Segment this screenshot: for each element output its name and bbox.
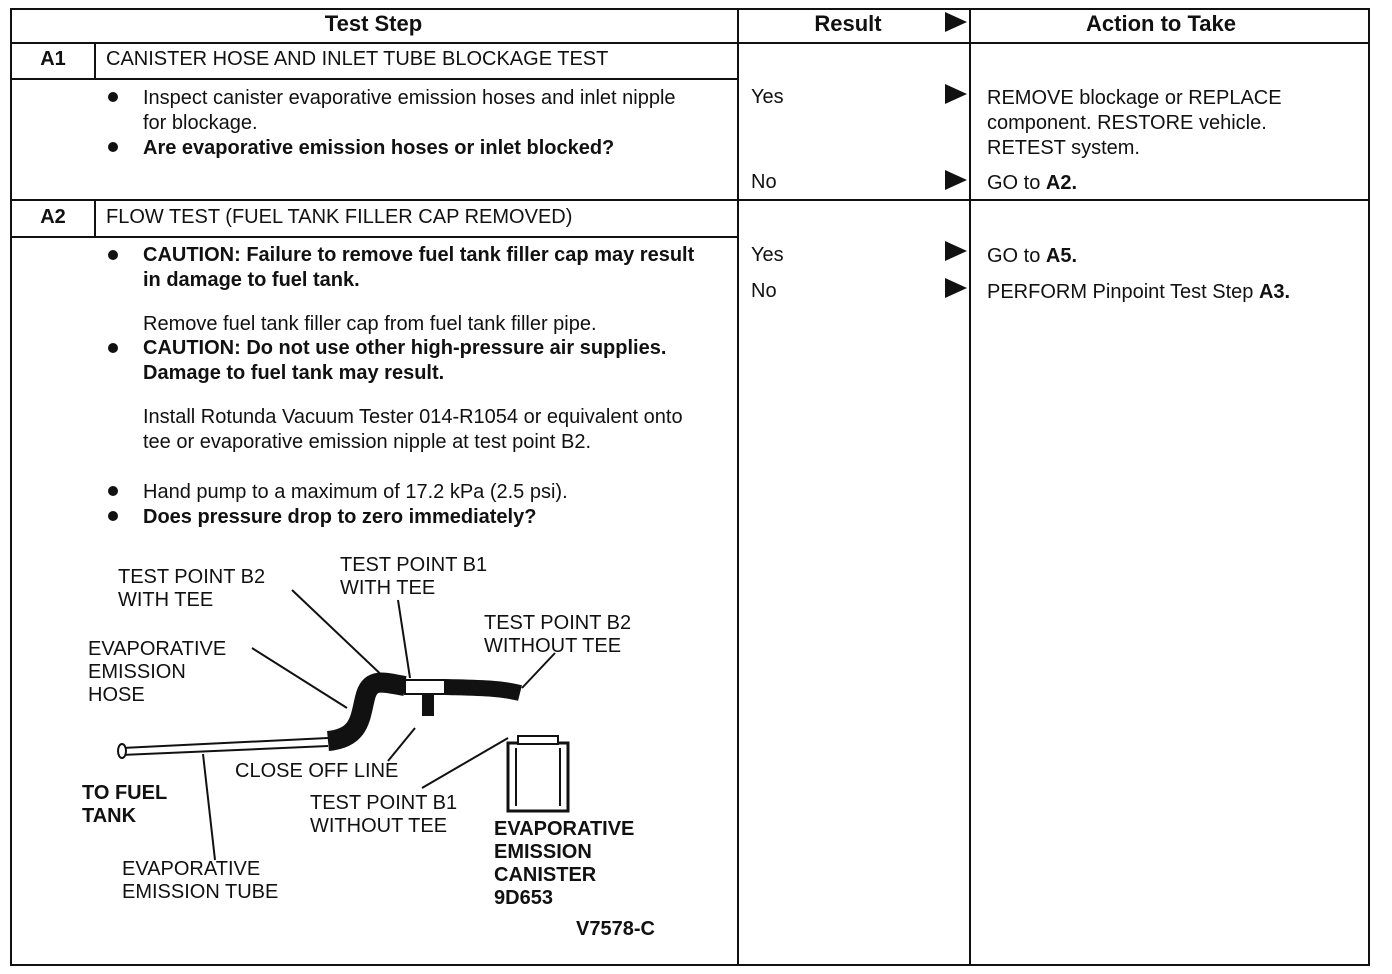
step-a1-result-no: No xyxy=(751,171,777,193)
canister-drawing xyxy=(506,735,570,813)
label-to-fuel-tank: TO FUEL TANK xyxy=(82,782,168,827)
step-a1-id-divider xyxy=(94,42,96,78)
step-a2-bullet-4: Does pressure drop to zero immediately? xyxy=(143,506,537,528)
step-a2-id-divider xyxy=(94,199,96,236)
label-test-point-b1-with-tee: TEST POINT B1 WITH TEE xyxy=(340,554,488,599)
header-result: Result xyxy=(814,11,882,36)
action-step-ref: A5. xyxy=(1045,245,1078,267)
tee-fitting-drawing xyxy=(404,679,446,716)
step-a2-text-remove-cap: Remove fuel tank filler cap from fuel ta… xyxy=(143,313,597,335)
result-arrow-icon xyxy=(945,241,967,261)
result-arrow-icon xyxy=(945,278,967,298)
step-a2-result-yes: Yes xyxy=(751,244,784,266)
step-a2-action-no: PERFORM Pinpoint Test Step A3. xyxy=(987,280,1290,305)
step-a2-id: A2 xyxy=(40,206,66,228)
bullet-icon xyxy=(108,92,118,102)
step-a1-title-underline xyxy=(10,78,737,80)
figure-code: V7578-C xyxy=(576,918,655,940)
step-a1-result-yes: Yes xyxy=(751,86,784,108)
step-a2-result-no: No xyxy=(751,280,777,302)
action-text: PERFORM Pinpoint Test Step xyxy=(987,281,1259,303)
step-a2-bullet-3: Hand pump to a maximum of 17.2 kPa (2.5 … xyxy=(143,481,568,503)
step-a2-text-install: Install Rotunda Vacuum Tester 014-R1054 … xyxy=(143,406,683,453)
label-test-point-b2-with-tee: TEST POINT B2 WITH TEE xyxy=(118,566,266,611)
evap-hose-drawing xyxy=(326,672,407,751)
evap-emission-tube-drawing xyxy=(117,737,329,759)
col-divider-result xyxy=(737,8,739,966)
header-arrow-icon xyxy=(945,12,967,32)
result-arrow-icon xyxy=(945,170,967,190)
diagram-illustration xyxy=(117,589,570,861)
table-frame xyxy=(10,8,1370,966)
step-a1-action-yes: REMOVE blockage or REPLACE component. RE… xyxy=(987,87,1282,159)
label-test-point-b2-without-tee: TEST POINT B2 WITHOUT TEE xyxy=(484,612,632,657)
action-step-ref: A3. xyxy=(1258,281,1291,303)
action-text: GO to xyxy=(987,245,1046,267)
step-a1-bullet-2: Are evaporative emission hoses or inlet … xyxy=(143,137,615,159)
label-test-point-b1-without-tee: TEST POINT B1 WITHOUT TEE xyxy=(310,792,458,837)
canister-hose-drawing xyxy=(444,679,522,701)
col-divider-action xyxy=(969,8,971,966)
step-a1-action-no: GO to A2. xyxy=(987,171,1077,196)
row-divider-a2 xyxy=(10,199,1370,201)
step-a2-title: FLOW TEST (FUEL TANK FILLER CAP REMOVED) xyxy=(106,206,573,228)
label-evap-hose: EVAPORATIVE EMISSION HOSE xyxy=(88,638,227,706)
step-a2-bullet-1: CAUTION: Failure to remove fuel tank fil… xyxy=(143,244,695,291)
bullet-icon xyxy=(108,343,118,353)
bullet-icon xyxy=(108,511,118,521)
header-action: Action to Take xyxy=(1086,11,1236,36)
label-close-off-line: CLOSE OFF LINE xyxy=(235,760,399,782)
action-text: GO to xyxy=(987,172,1046,194)
evap-system-diagram: TEST POINT B2 WITH TEE TEST POINT B1 WIT… xyxy=(60,548,700,958)
leader-lines xyxy=(202,589,556,861)
step-a2-title-underline xyxy=(10,236,737,238)
label-evap-canister: EVAPORATIVE EMISSION CANISTER 9D653 xyxy=(494,818,635,909)
bullet-icon xyxy=(108,250,118,260)
step-a2-action-yes: GO to A5. xyxy=(987,244,1077,269)
header-test-step: Test Step xyxy=(324,11,423,36)
bullet-icon xyxy=(108,142,118,152)
step-a1-id: A1 xyxy=(40,48,66,70)
header-divider xyxy=(10,42,1370,44)
result-arrow-icon xyxy=(945,84,967,104)
label-evap-emission-tube: EVAPORATIVE EMISSION TUBE xyxy=(122,858,279,903)
step-a2-bullet-2: CAUTION: Do not use other high-pressure … xyxy=(143,337,667,384)
bullet-icon xyxy=(108,486,118,496)
step-a1-title: CANISTER HOSE AND INLET TUBE BLOCKAGE TE… xyxy=(106,48,609,70)
action-step-ref: A2. xyxy=(1045,172,1078,194)
step-a1-bullet-1: Inspect canister evaporative emission ho… xyxy=(143,87,676,134)
